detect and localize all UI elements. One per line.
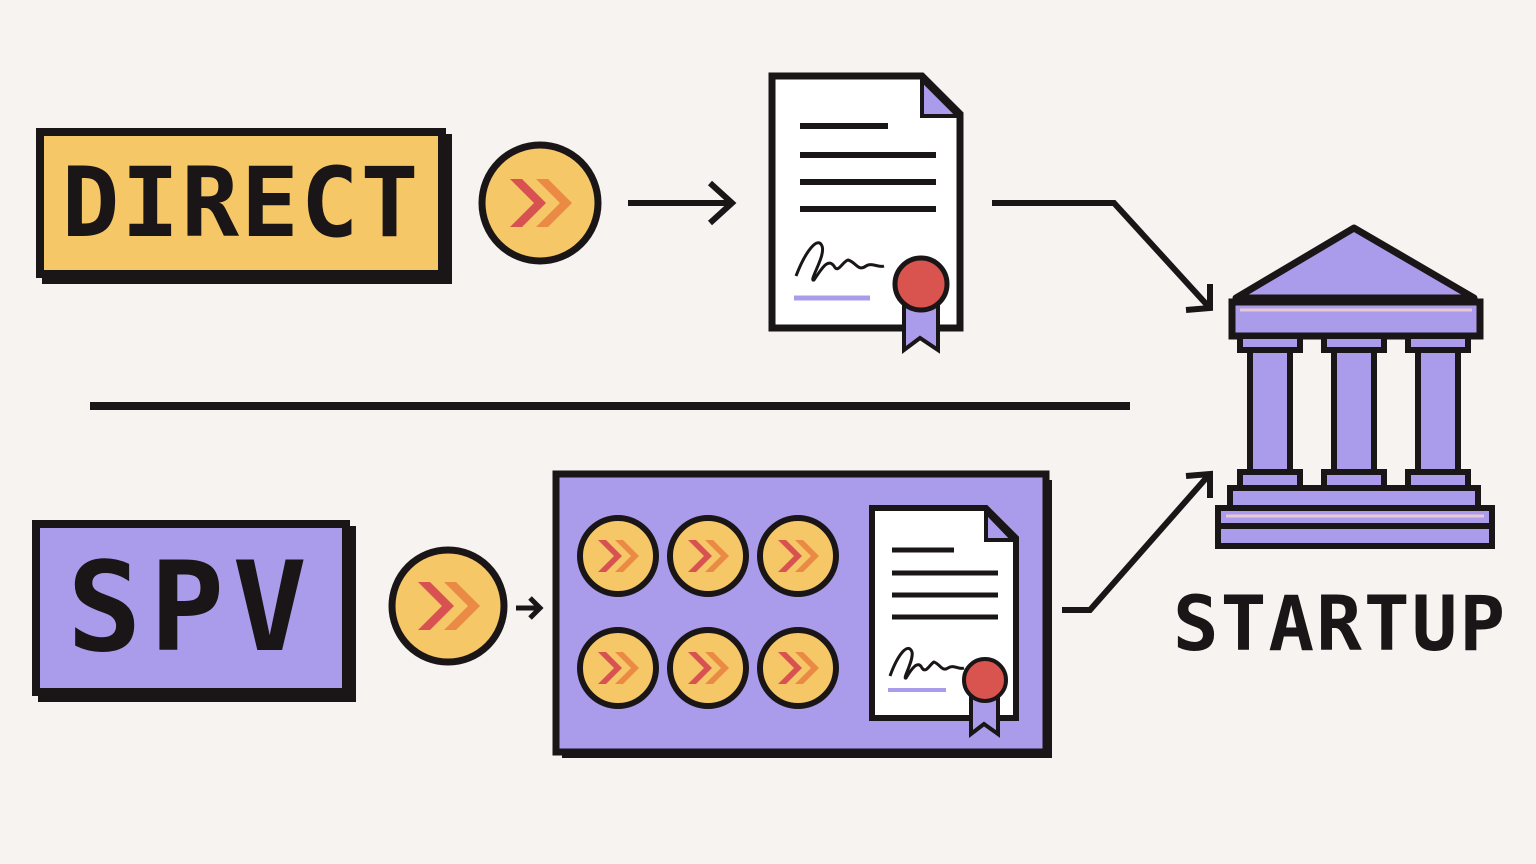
spv-arrow-to-startup bbox=[1062, 470, 1213, 613]
direct-coin-icon bbox=[478, 141, 602, 265]
pool-coin-icon bbox=[577, 627, 659, 709]
direct-arrow-to-document bbox=[628, 180, 737, 226]
direct-signed-contract-icon bbox=[768, 72, 964, 354]
startup-label: STARTUP bbox=[1172, 578, 1508, 668]
spv-arrow-to-pool bbox=[516, 596, 544, 620]
pool-coin-icon bbox=[757, 515, 839, 597]
spv-coin-icon bbox=[388, 546, 508, 666]
spv-pool-coins bbox=[577, 515, 839, 709]
spv-label: SPV bbox=[32, 520, 350, 696]
direct-arrow-to-startup bbox=[992, 200, 1213, 313]
pool-coin-icon bbox=[667, 515, 749, 597]
direct-label: DIRECT bbox=[36, 128, 446, 278]
spv-signed-contract-icon bbox=[869, 505, 1019, 739]
bank-building-icon bbox=[1215, 224, 1495, 549]
pool-coin-icon bbox=[757, 627, 839, 709]
pool-coin-icon bbox=[577, 515, 659, 597]
pool-coin-icon bbox=[667, 627, 749, 709]
